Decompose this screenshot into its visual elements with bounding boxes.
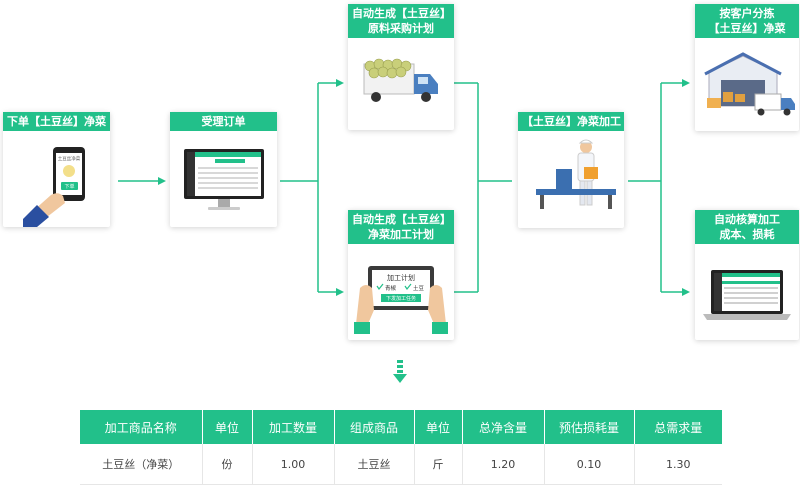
tablet-item1: 青椒	[385, 284, 397, 292]
table-header: 单位	[202, 410, 253, 444]
phone-screen-title: 土豆丝净菜	[58, 155, 81, 162]
tablet-title: 加工计划	[387, 273, 415, 282]
down-arrow-icon	[393, 360, 407, 383]
step-sort-title: 按客户分拣 【土豆丝】净菜	[695, 4, 799, 38]
arrowhead-icon	[336, 288, 344, 296]
step-plan-title-line1: 自动生成【土豆丝】	[352, 213, 451, 226]
table-cell: 斤	[414, 444, 463, 485]
step-accept-card: 受理订单	[170, 112, 277, 227]
table-cell: 0.10	[544, 444, 635, 485]
table-row: 土豆丝（净菜） 份 1.00 土豆丝 斤 1.20 0.10 1.30	[80, 444, 722, 485]
step-order-title: 下单【土豆丝】净菜	[3, 112, 110, 131]
arrowhead-icon	[682, 288, 690, 296]
step-plan-card: 自动生成【土豆丝】 净菜加工计划 加工计划 青椒 土豆 下发加工任务	[348, 210, 454, 340]
step-sort-title-line2: 【土豆丝】净菜	[708, 22, 786, 35]
tablet-dispatch-button: 下发加工任务	[386, 295, 416, 302]
warehouse-icon	[695, 42, 799, 131]
step-sort-title-line1: 按客户分拣	[719, 7, 775, 20]
step-purchase-title: 自动生成【土豆丝】 原料采购计划	[348, 4, 454, 38]
hand-phone-icon: 土豆丝净菜 下单	[3, 133, 110, 227]
tablet-item2: 土豆	[413, 284, 425, 292]
table-cell: 份	[202, 444, 253, 485]
worker-conveyor-icon	[518, 133, 624, 228]
step-cost-card: 自动核算加工 成本、损耗	[695, 210, 799, 340]
table-cell: 土豆丝（净菜）	[80, 444, 203, 485]
step-plan-title-line2: 净菜加工计划	[368, 228, 434, 241]
processing-table: 加工商品名称 单位 加工数量 组成商品 单位 总净含量 预估损耗量 总需求量 土…	[80, 410, 722, 485]
phone-order-button: 下单	[64, 183, 74, 190]
laptop-icon	[695, 248, 799, 340]
step-accept-title: 受理订单	[170, 112, 277, 131]
table-header: 总需求量	[634, 410, 722, 444]
table-header: 预估损耗量	[544, 410, 635, 444]
step-purchase-title-line2: 原料采购计划	[368, 22, 434, 35]
step-purchase-card: 自动生成【土豆丝】 原料采购计划	[348, 4, 454, 130]
table-header: 单位	[414, 410, 463, 444]
step-cost-title-line2: 成本、损耗	[719, 228, 775, 241]
table-header: 加工数量	[252, 410, 335, 444]
table-header-row: 加工商品名称 单位 加工数量 组成商品 单位 总净含量 预估损耗量 总需求量	[80, 410, 722, 444]
step-sort-card: 按客户分拣 【土豆丝】净菜	[695, 4, 799, 131]
hands-tablet-icon: 加工计划 青椒 土豆 下发加工任务	[348, 248, 454, 340]
arrowhead-icon	[158, 177, 166, 185]
table-header: 加工商品名称	[80, 410, 203, 444]
step-order-card: 下单【土豆丝】净菜 土豆丝净菜 下单	[3, 112, 110, 227]
step-process-card: 【土豆丝】净菜加工	[518, 112, 624, 228]
delivery-truck-icon	[348, 42, 454, 130]
step-purchase-title-line1: 自动生成【土豆丝】	[352, 7, 451, 20]
table-cell: 1.30	[634, 444, 722, 485]
table-header: 总净含量	[462, 410, 545, 444]
table-cell: 土豆丝	[334, 444, 415, 485]
table-cell: 1.20	[462, 444, 545, 485]
table-cell: 1.00	[252, 444, 335, 485]
step-cost-title: 自动核算加工 成本、损耗	[695, 210, 799, 244]
step-cost-title-line1: 自动核算加工	[714, 213, 780, 226]
monitor-icon	[170, 133, 277, 227]
step-plan-title: 自动生成【土豆丝】 净菜加工计划	[348, 210, 454, 244]
table-header: 组成商品	[334, 410, 415, 444]
step-process-title: 【土豆丝】净菜加工	[518, 112, 624, 131]
arrowhead-icon	[682, 79, 690, 87]
arrowhead-icon	[336, 79, 344, 87]
